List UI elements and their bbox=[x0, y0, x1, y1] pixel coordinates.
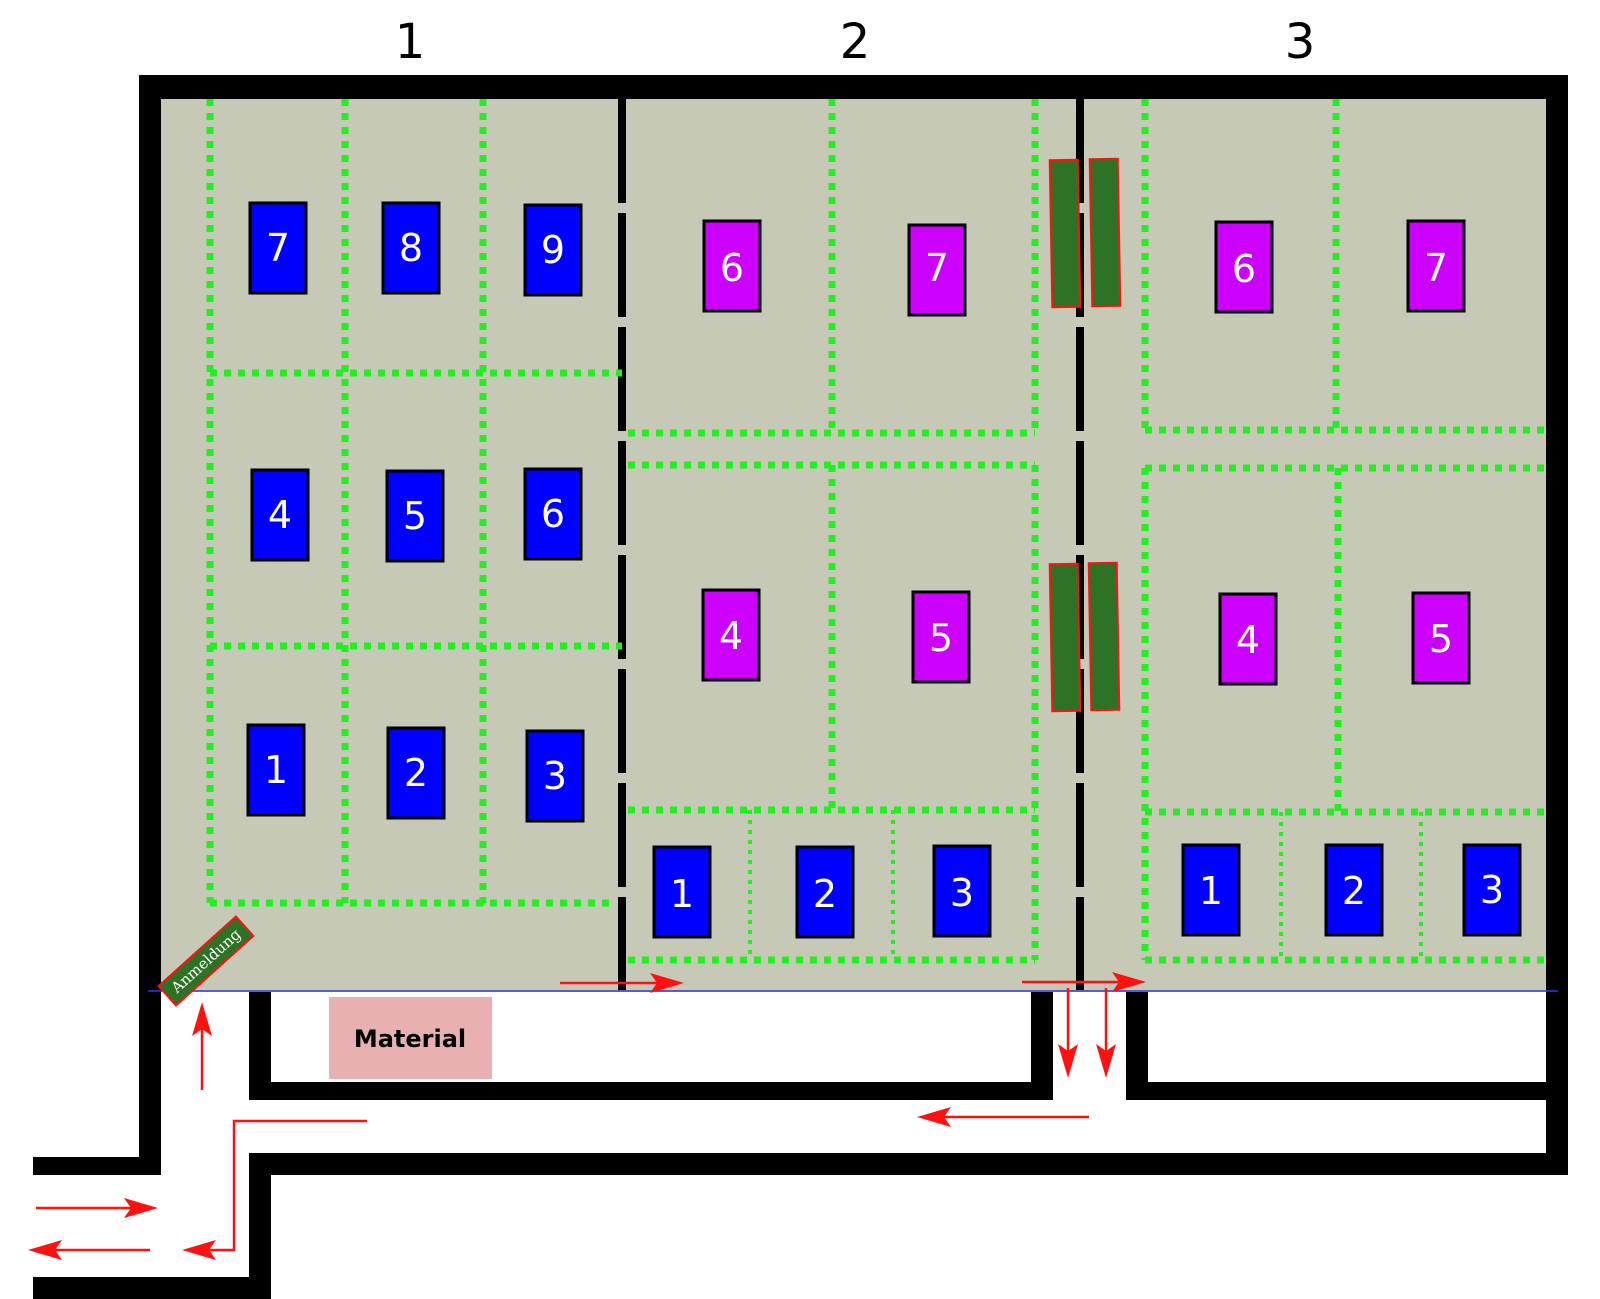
arrow-right-icon bbox=[560, 973, 684, 993]
divider-panel bbox=[1087, 561, 1121, 712]
hall-number-3: 3 bbox=[1285, 14, 1316, 70]
table-hall1-3: 3 bbox=[525, 729, 585, 823]
svg-text:2: 2 bbox=[813, 872, 837, 916]
svg-text:2: 2 bbox=[404, 751, 428, 795]
divider-panels bbox=[1048, 157, 1122, 713]
table-hall3-2: 2 bbox=[1324, 843, 1384, 937]
table-hall1-7: 7 bbox=[248, 201, 308, 295]
hall-2-tables: 6 7 4 5 1 2 3 bbox=[652, 219, 992, 939]
table-hall1-6: 6 bbox=[523, 467, 583, 561]
arrow-right-icon bbox=[1022, 972, 1146, 992]
arrow-down-icon bbox=[1058, 988, 1078, 1078]
svg-text:7: 7 bbox=[925, 246, 949, 290]
svg-text:5: 5 bbox=[403, 494, 427, 538]
svg-text:5: 5 bbox=[1429, 617, 1453, 661]
svg-text:8: 8 bbox=[399, 226, 423, 270]
svg-text:1: 1 bbox=[670, 872, 694, 916]
hall-2-zones bbox=[628, 99, 1039, 964]
arrow-up-icon bbox=[192, 1002, 212, 1090]
divider-panel bbox=[1048, 158, 1082, 309]
table-hall3-6: 6 bbox=[1214, 220, 1274, 314]
svg-text:3: 3 bbox=[950, 871, 974, 915]
svg-text:7: 7 bbox=[1424, 246, 1448, 290]
hall-1-zones bbox=[206, 99, 622, 907]
svg-text:4: 4 bbox=[1236, 618, 1260, 662]
svg-text:3: 3 bbox=[1480, 868, 1504, 912]
hall-number-2: 2 bbox=[840, 14, 871, 70]
svg-text:2: 2 bbox=[1342, 869, 1366, 913]
arrow-exit-icon bbox=[182, 1119, 367, 1260]
hall-3-tables: 6 7 4 5 1 2 3 bbox=[1181, 219, 1522, 937]
table-hall1-4: 4 bbox=[250, 468, 310, 562]
arrow-left-icon bbox=[917, 1107, 1089, 1127]
table-hall2-2: 2 bbox=[795, 845, 855, 939]
svg-text:3: 3 bbox=[543, 754, 567, 798]
table-hall1-5: 5 bbox=[385, 469, 445, 563]
table-hall3-5: 5 bbox=[1411, 591, 1471, 685]
wall-left bbox=[139, 75, 161, 992]
corridor-walls bbox=[33, 992, 1568, 1299]
table-hall3-4: 4 bbox=[1218, 592, 1278, 686]
table-hall2-5: 5 bbox=[911, 590, 971, 684]
svg-text:5: 5 bbox=[929, 616, 953, 660]
table-hall2-1: 1 bbox=[652, 845, 712, 939]
svg-text:4: 4 bbox=[268, 493, 292, 537]
svg-text:7: 7 bbox=[266, 226, 290, 270]
wall-top bbox=[139, 75, 1568, 99]
table-hall2-3: 3 bbox=[932, 844, 992, 938]
svg-text:4: 4 bbox=[719, 614, 743, 658]
material-label: Material bbox=[354, 1025, 466, 1053]
hall-3-zones bbox=[1141, 99, 1546, 964]
hall-number-1: 1 bbox=[395, 14, 426, 70]
svg-text:6: 6 bbox=[1232, 247, 1256, 291]
table-hall1-9: 9 bbox=[523, 203, 583, 297]
table-hall2-7: 7 bbox=[907, 223, 967, 317]
hall-1-tables: 7 8 9 4 5 6 1 2 bbox=[246, 201, 585, 823]
table-hall1-1: 1 bbox=[246, 723, 306, 817]
divider-panel bbox=[1048, 562, 1082, 713]
svg-text:6: 6 bbox=[720, 246, 744, 290]
svg-text:9: 9 bbox=[541, 228, 565, 272]
table-hall1-8: 8 bbox=[381, 201, 441, 295]
svg-text:1: 1 bbox=[1199, 869, 1223, 913]
table-hall2-4: 4 bbox=[701, 588, 761, 682]
material-area: Material bbox=[329, 997, 492, 1079]
divider-panel bbox=[1088, 157, 1122, 308]
arrow-down-icon bbox=[1096, 988, 1116, 1078]
flow-arrows bbox=[28, 972, 1146, 1260]
arrow-right-icon bbox=[36, 1198, 158, 1218]
svg-text:6: 6 bbox=[541, 492, 565, 536]
svg-text:1: 1 bbox=[264, 748, 288, 792]
table-hall2-6: 6 bbox=[702, 219, 762, 313]
table-hall3-1: 1 bbox=[1181, 843, 1241, 937]
wall-right bbox=[1546, 75, 1568, 992]
table-hall1-2: 2 bbox=[386, 726, 446, 820]
arrow-left-icon bbox=[28, 1240, 150, 1260]
table-hall3-3: 3 bbox=[1462, 843, 1522, 937]
table-hall3-7: 7 bbox=[1406, 219, 1466, 313]
